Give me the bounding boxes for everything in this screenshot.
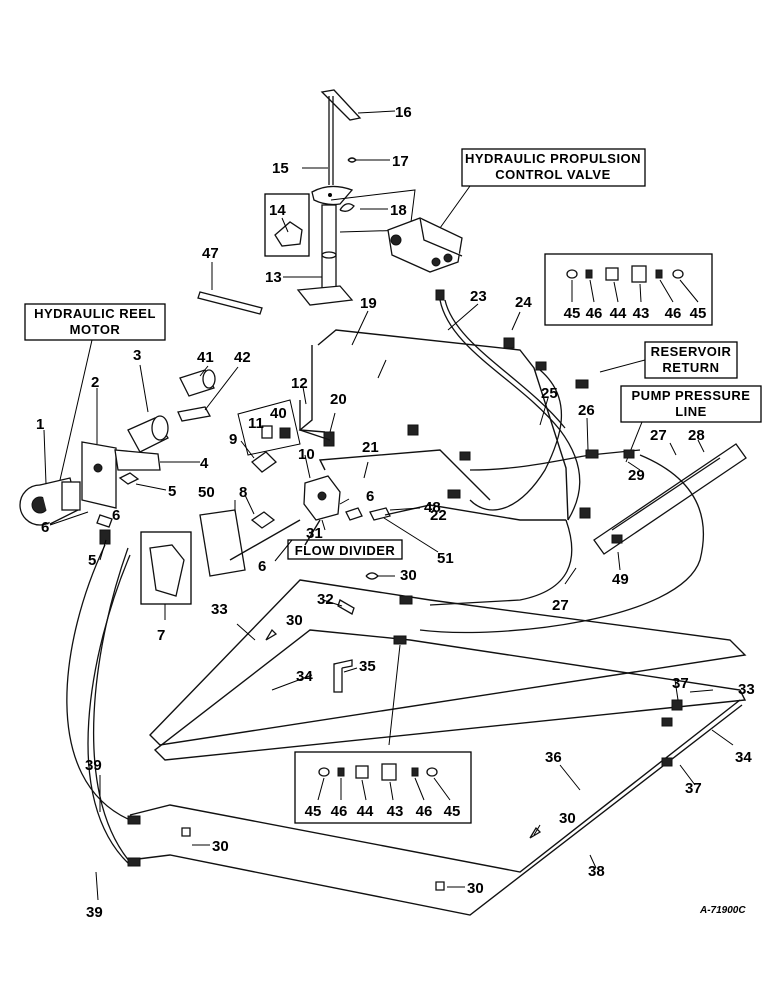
callout-39-top: 39 bbox=[85, 757, 102, 774]
callout-38: 38 bbox=[588, 863, 605, 880]
flow-divider-label: FLOW DIVIDER bbox=[295, 543, 396, 558]
callout-14: 14 bbox=[269, 202, 286, 219]
flow-divider-valve bbox=[303, 475, 341, 521]
clips-30 bbox=[181, 572, 542, 891]
kit-top-46a: 46 bbox=[586, 305, 603, 322]
callout-30-d: 30 bbox=[212, 838, 229, 855]
kit-bottom-46a: 46 bbox=[331, 803, 348, 820]
callout-5-top: 5 bbox=[168, 483, 176, 500]
reservoir-return-label-1: RESERVOIR bbox=[651, 344, 732, 359]
callout-28: 28 bbox=[688, 427, 705, 444]
propulsion-control-valve bbox=[387, 217, 463, 301]
callout-36: 36 bbox=[545, 749, 562, 766]
callout-19: 19 bbox=[360, 295, 377, 312]
callout-39-bottom: 39 bbox=[86, 904, 103, 921]
kit-top-44: 44 bbox=[610, 305, 627, 322]
reel-motor-label-2: MOTOR bbox=[70, 322, 121, 337]
callout-22: 22 bbox=[430, 507, 447, 524]
callout-leaders bbox=[43, 110, 734, 901]
hydraulic-reel-motor bbox=[19, 477, 81, 526]
pump-pressure-label-box bbox=[620, 385, 762, 423]
callout-42: 42 bbox=[234, 349, 251, 366]
callout-34-left: 34 bbox=[296, 668, 313, 685]
callout-6-motor-a: 6 bbox=[112, 507, 120, 524]
kit-bottom-46b: 46 bbox=[416, 803, 433, 820]
pump-pressure-label-1: PUMP PRESSURE bbox=[632, 388, 751, 403]
kit-bottom-43: 43 bbox=[387, 803, 404, 820]
fitting-kit-box-top bbox=[544, 253, 713, 326]
callout-numbers: 16 15 17 18 14 13 47 19 23 24 3 41 42 12… bbox=[36, 104, 755, 921]
callout-15: 15 bbox=[272, 160, 289, 177]
callout-21: 21 bbox=[362, 439, 379, 456]
kit-bottom-45b: 45 bbox=[444, 803, 461, 820]
callout-37-bottom: 37 bbox=[685, 780, 702, 797]
callout-20: 20 bbox=[330, 391, 347, 408]
callout-4: 4 bbox=[200, 455, 209, 472]
callout-24: 24 bbox=[515, 294, 532, 311]
callout-30-e: 30 bbox=[467, 880, 484, 897]
callout-34-right: 34 bbox=[735, 749, 752, 766]
callout-48: 48 bbox=[424, 499, 441, 516]
callout-33-right: 33 bbox=[738, 681, 755, 698]
reel-cylinder bbox=[127, 415, 169, 453]
callout-18: 18 bbox=[390, 202, 407, 219]
line-connectors bbox=[127, 337, 683, 867]
callout-41: 41 bbox=[197, 349, 214, 366]
callout-47: 47 bbox=[202, 245, 219, 262]
callout-49: 49 bbox=[612, 571, 629, 588]
propulsion-valve-label-2: CONTROL VALVE bbox=[495, 167, 611, 182]
callout-30-b: 30 bbox=[286, 612, 303, 629]
fitting-kit-bottom-parts bbox=[318, 763, 438, 781]
reel-motor-label-1: HYDRAULIC REEL bbox=[34, 306, 156, 321]
callout-16: 16 bbox=[395, 104, 412, 121]
callout-35: 35 bbox=[359, 658, 376, 675]
callout-6-motor-b: 6 bbox=[41, 519, 49, 536]
callout-1: 1 bbox=[36, 416, 44, 433]
callout-11: 11 bbox=[248, 415, 264, 432]
callout-33-left: 33 bbox=[211, 601, 228, 618]
callout-5-bottom: 5 bbox=[88, 552, 96, 569]
callout-6-flow: 6 bbox=[366, 488, 374, 505]
callout-7: 7 bbox=[157, 627, 165, 644]
propulsion-valve-label-box bbox=[461, 148, 646, 187]
callout-17: 17 bbox=[392, 153, 409, 170]
callout-2: 2 bbox=[91, 374, 99, 391]
callout-27-right: 27 bbox=[650, 427, 667, 444]
callout-51: 51 bbox=[437, 550, 454, 567]
reel-motor-label-box bbox=[24, 303, 166, 341]
callout-3: 3 bbox=[133, 347, 141, 364]
callout-6-bracket: 6 bbox=[258, 558, 266, 575]
callout-50: 50 bbox=[198, 484, 215, 501]
callout-25: 25 bbox=[541, 385, 558, 402]
propulsion-valve-label-1: HYDRAULIC PROPULSION bbox=[465, 151, 641, 166]
flow-divider-label-box bbox=[287, 539, 403, 560]
kit-top-45b: 45 bbox=[690, 305, 707, 322]
callout-30-c: 30 bbox=[559, 810, 576, 827]
callout-8: 8 bbox=[239, 484, 247, 501]
reservoir-return-label-2: RETURN bbox=[662, 360, 719, 375]
callout-27-bottom: 27 bbox=[552, 597, 569, 614]
callout-23: 23 bbox=[470, 288, 487, 305]
callout-9: 9 bbox=[229, 431, 237, 448]
control-lever-assembly bbox=[296, 89, 372, 306]
callout-10: 10 bbox=[298, 446, 315, 463]
kit-top-43: 43 bbox=[633, 305, 650, 322]
kit-top-45a: 45 bbox=[564, 305, 581, 322]
callout-29: 29 bbox=[628, 467, 645, 484]
callout-26: 26 bbox=[578, 402, 595, 419]
kit-bottom-44: 44 bbox=[357, 803, 374, 820]
callout-12: 12 bbox=[291, 375, 308, 392]
kit-bottom-45a: 45 bbox=[305, 803, 322, 820]
callout-31: 31 bbox=[306, 525, 323, 542]
fitting-kit-top-parts bbox=[566, 265, 684, 283]
pump-pressure-label-2: LINE bbox=[675, 404, 707, 419]
callout-37-top: 37 bbox=[672, 675, 689, 692]
callout-30-a: 30 bbox=[400, 567, 417, 584]
callout-13: 13 bbox=[265, 269, 282, 286]
kit-top-46b: 46 bbox=[665, 305, 682, 322]
callout-40: 40 bbox=[270, 405, 287, 422]
drawing-code: A-71900C bbox=[699, 905, 746, 916]
callout-32: 32 bbox=[317, 591, 334, 608]
